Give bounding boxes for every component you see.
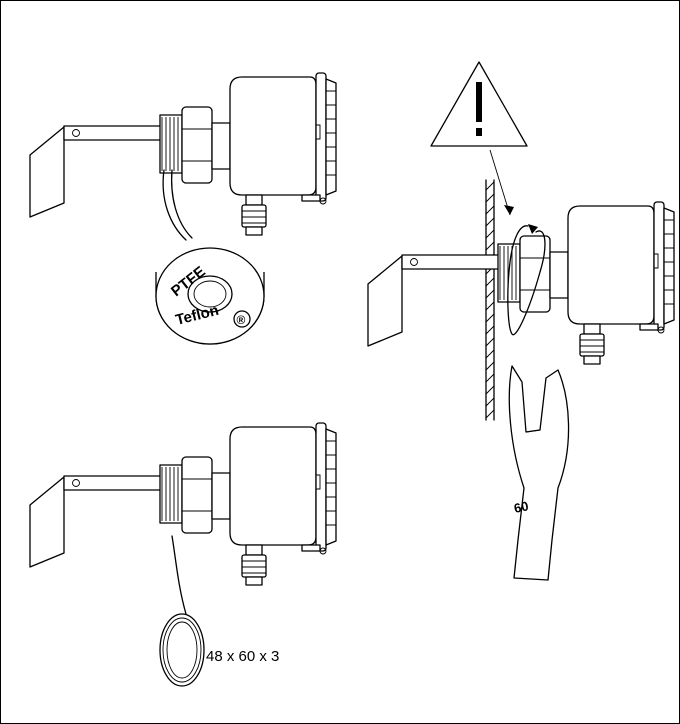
wrench-size-label: 60: [513, 498, 530, 516]
open-end-wrench: 60: [508, 365, 570, 581]
gasket-ring: [159, 613, 205, 687]
installation-in-wall: 60: [367, 61, 675, 581]
rotation-arrow-icon: [507, 224, 546, 336]
mounting-wall: [485, 179, 495, 421]
sensor-with-ptfe-tape: PTFE Teflon ®: [29, 72, 337, 345]
gasket-size-label: 48 x 60 x 3: [206, 648, 279, 665]
ptfe-tape-roll: PTFE Teflon ®: [155, 247, 265, 345]
sensor-with-gasket: 48 x 60 x 3: [29, 422, 337, 687]
registered-mark: ®: [237, 313, 246, 327]
warning-triangle-icon: [430, 61, 528, 147]
